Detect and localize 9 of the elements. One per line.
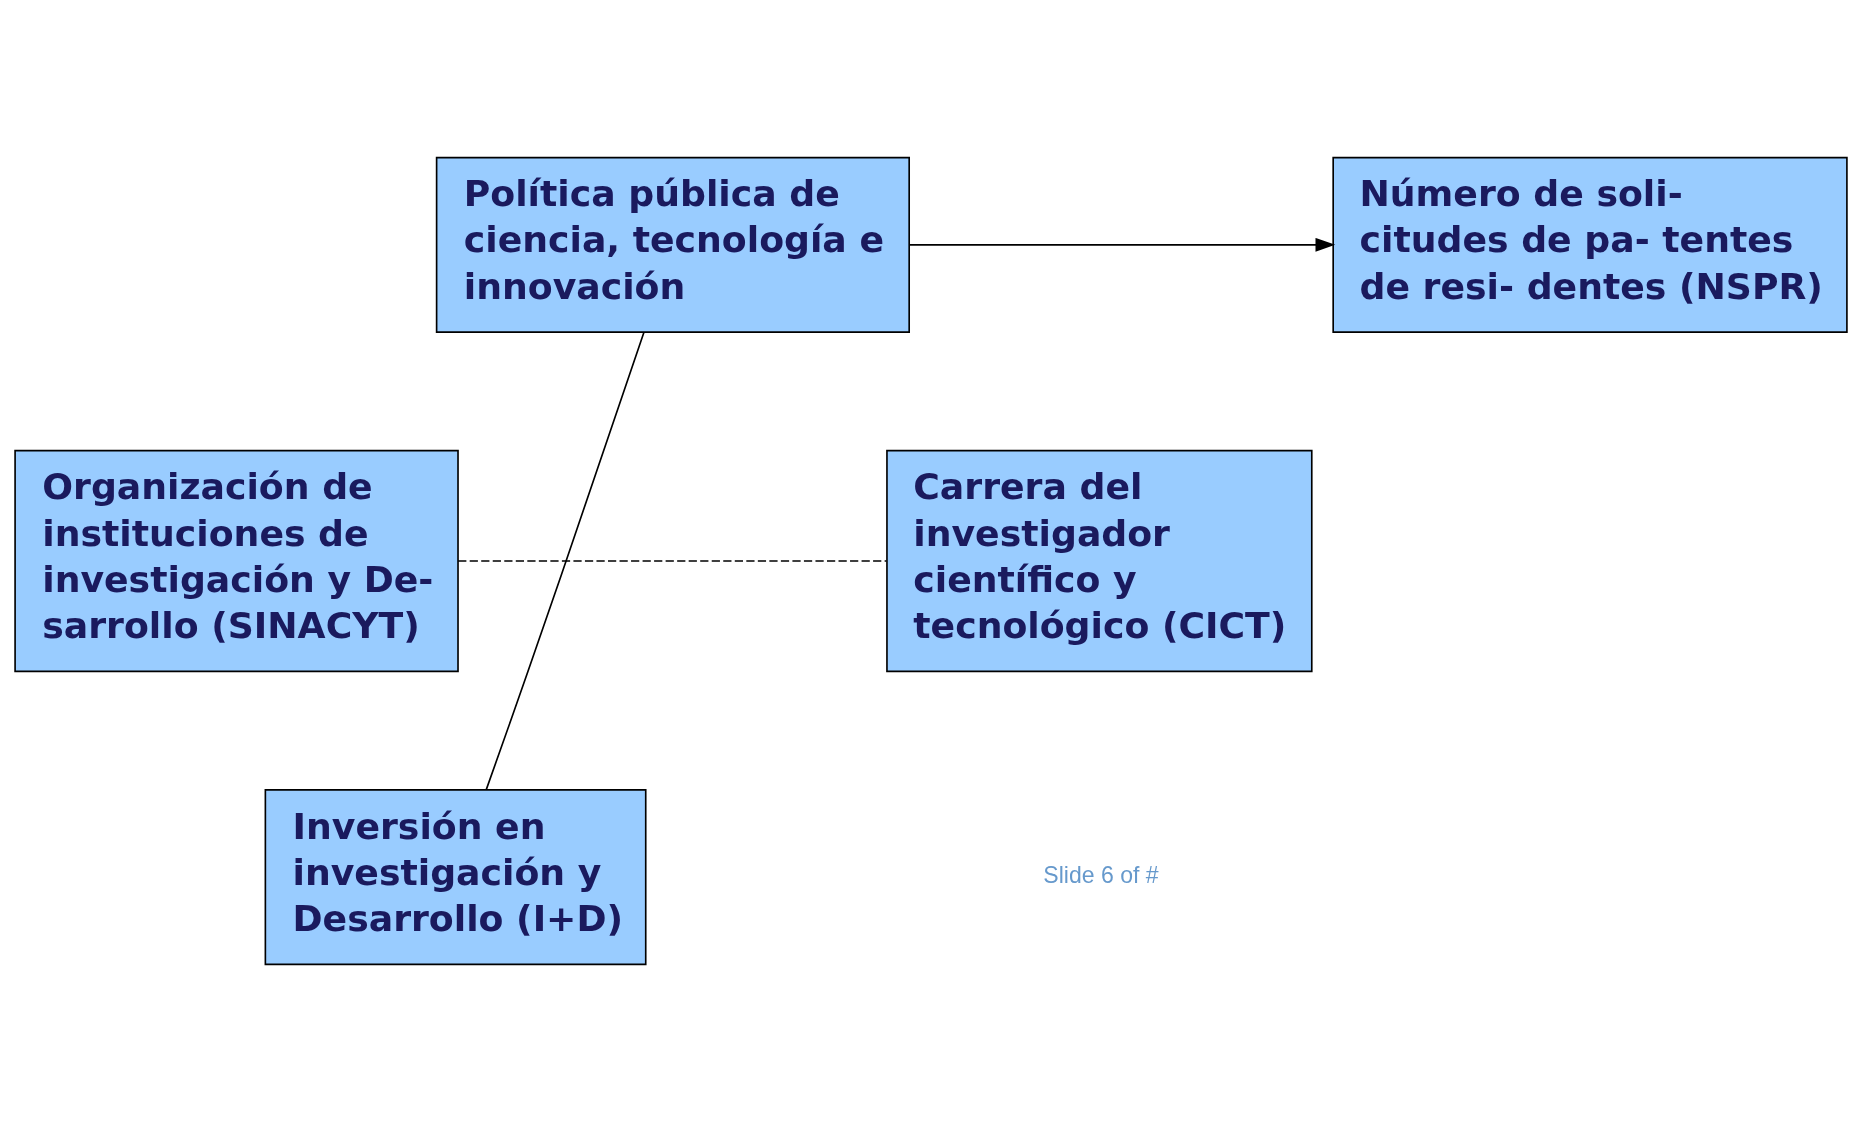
node-box: Política pública de ciencia, tecnología e innovación	[435, 156, 910, 333]
connector	[457, 560, 888, 562]
node-box: Inversión en investigación y Desarrollo (I+D)	[264, 789, 647, 966]
connector	[485, 332, 645, 791]
node-box: Organización de instituciones de investigación y De- sarrollo (SINACYT)	[14, 449, 459, 673]
node-box: Carrera del investigador científico y tecnológico (CICT)	[886, 449, 1313, 673]
node-box: Número de soli- citudes de pa- tentes de resi- dentes (NSPR)	[1332, 156, 1848, 333]
label: Slide 6 of #	[1043, 862, 1159, 889]
arrow	[908, 237, 1336, 252]
